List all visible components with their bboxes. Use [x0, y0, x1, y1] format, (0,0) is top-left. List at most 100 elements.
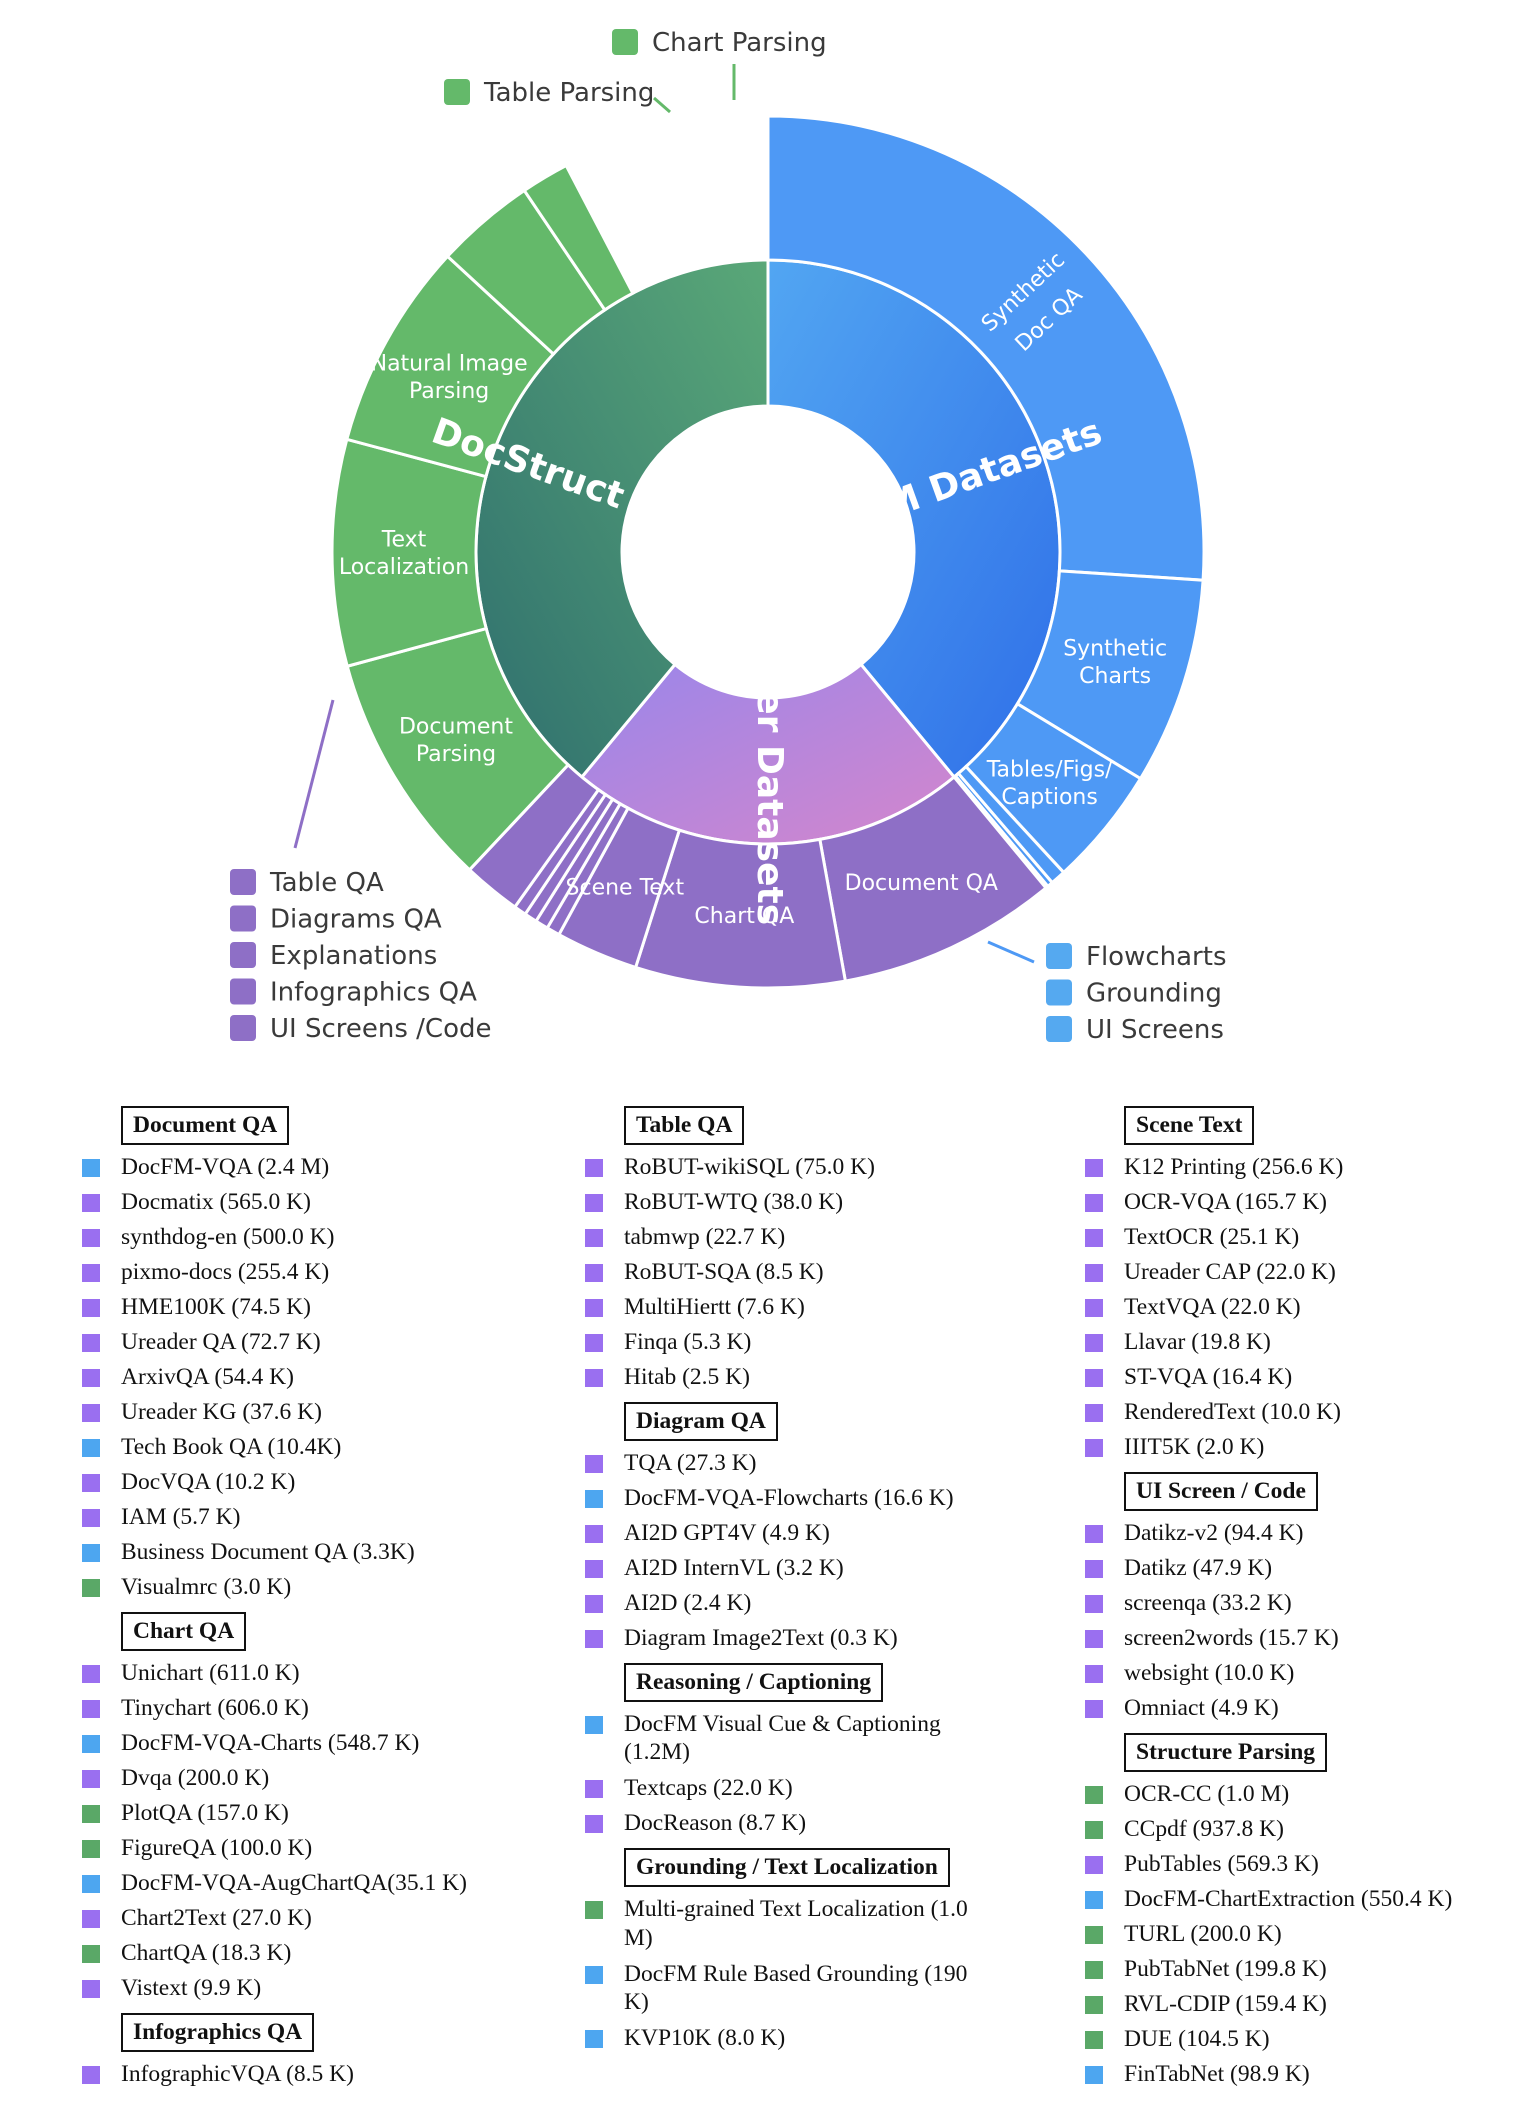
- list-item: MultiHiertt (7.6 K): [585, 1293, 984, 1328]
- dataset-name: ST-VQA (16.4 K): [1124, 1364, 1293, 1390]
- section-header-table-qa: Table QA: [624, 1106, 745, 1145]
- legend-label-grounding: Grounding: [1086, 979, 1222, 1009]
- source-color-square: [585, 1229, 603, 1247]
- list-item: RoBUT-SQA (8.5 K): [585, 1258, 984, 1293]
- source-color-square: [82, 1735, 100, 1753]
- legend-swatch-flowcharts: [1046, 943, 1072, 969]
- source-color-square: [1085, 1299, 1103, 1317]
- list-item: Dvqa (200.0 K): [82, 1764, 467, 1799]
- list-item: AI2D (2.4 K): [585, 1589, 984, 1624]
- section-header-grounding-text-localization: Grounding / Text Localization: [624, 1848, 950, 1888]
- list-item: DocFM Rule Based Grounding (190 K): [585, 1960, 984, 2016]
- dataset-name: DocFM-VQA-Charts (548.7 K): [121, 1730, 420, 1756]
- legend-label-infographics-qa: Infographics QA: [270, 978, 477, 1008]
- source-color-square: [82, 1945, 100, 1963]
- list-item: IAM (5.7 K): [82, 1503, 467, 1538]
- list-item: Multi-grained Text Localization (1.0 M): [585, 1895, 984, 1951]
- list-item: Ureader CAP (22.0 K): [1085, 1258, 1452, 1293]
- list-item: ChartQA (18.3 K): [82, 1939, 467, 1974]
- list-item: PubTabNet (199.8 K): [1085, 1955, 1452, 1990]
- legend-label-flowcharts: Flowcharts: [1086, 942, 1227, 972]
- list-item: Hitab (2.5 K): [585, 1363, 984, 1398]
- list-item: K12 Printing (256.6 K): [1085, 1153, 1452, 1188]
- dataset-name: DUE (104.5 K): [1124, 2026, 1270, 2052]
- source-color-square: [585, 1264, 603, 1282]
- list-item: Unichart (611.0 K): [82, 1659, 467, 1694]
- list-item: AI2D InternVL (3.2 K): [585, 1554, 984, 1589]
- section-header-structure-parsing: Structure Parsing: [1124, 1733, 1328, 1772]
- dataset-name: OCR-VQA (165.7 K): [1124, 1189, 1328, 1215]
- dataset-name: DocFM-VQA-Flowcharts (16.6 K): [624, 1485, 954, 1511]
- outer-label-tables-figs-captions: Tables/Figs/Captions: [986, 758, 1113, 811]
- list-item: Datikz-v2 (94.4 K): [1085, 1519, 1452, 1554]
- dataset-name: Business Document QA (3.3K): [121, 1539, 415, 1565]
- source-color-square: [585, 1299, 603, 1317]
- list-item: InfographicVQA (8.5 K): [82, 2060, 467, 2095]
- list-item: PlotQA (157.0 K): [82, 1799, 467, 1834]
- inner-label-other-datasets: Other Datasets: [749, 617, 790, 925]
- source-color-square: [1085, 1700, 1103, 1718]
- legend-swatch-diagrams-qa: [230, 905, 256, 932]
- legend-label-ui-screens: UI Screens: [1086, 1015, 1224, 1045]
- outer-segment-text-localization: [330, 437, 489, 669]
- list-item: Ureader QA (72.7 K): [82, 1328, 467, 1363]
- list-item: DocFM Visual Cue & Captioning (1.2M): [585, 1710, 984, 1766]
- dataset-name: DocFM-VQA (2.4 M): [121, 1154, 330, 1180]
- dataset-name: Multi-grained Text Localization (1.0 M): [624, 1896, 968, 1951]
- outer-segment-chart-parsing: [522, 163, 635, 312]
- source-color-square: [82, 1840, 100, 1858]
- dataset-name: DocReason (8.7 K): [624, 1810, 807, 1837]
- source-color-square: [585, 1965, 603, 1984]
- list-item: HME100K (74.5 K): [82, 1293, 467, 1328]
- list-item: Tinychart (606.0 K): [82, 1694, 467, 1729]
- source-color-square: [585, 1490, 603, 1508]
- dataset-name: websight (10.0 K): [1124, 1660, 1295, 1686]
- legend-swatch-infographics-qa: [230, 978, 256, 1005]
- source-color-square: [585, 1595, 603, 1613]
- list-item: screen2words (15.7 K): [1085, 1624, 1452, 1659]
- source-color-square: [82, 1369, 100, 1387]
- list-item: DocVQA (10.2 K): [82, 1468, 467, 1503]
- source-color-square: [1085, 1229, 1103, 1247]
- list-item: Datikz (47.9 K): [1085, 1554, 1452, 1589]
- list-item: IIIT5K (2.0 K): [1085, 1433, 1452, 1468]
- list-item: Tech Book QA (10.4K): [82, 1433, 467, 1468]
- dataset-name: Visualmrc (3.0 K): [121, 1574, 292, 1600]
- dataset-name: Ureader QA (72.7 K): [121, 1329, 321, 1355]
- list-item: Visualmrc (3.0 K): [82, 1573, 467, 1608]
- list-item: Diagram Image2Text (0.3 K): [585, 1624, 984, 1659]
- dataset-name: tabmwp (22.7 K): [624, 1224, 786, 1250]
- source-color-square: [1085, 1369, 1103, 1387]
- source-color-square: [82, 1805, 100, 1823]
- list-item: TURL (200.0 K): [1085, 1920, 1452, 1955]
- source-color-square: [1085, 1595, 1103, 1613]
- section-header-document-qa: Document QA: [121, 1106, 290, 1145]
- list-item: TextOCR (25.1 K): [1085, 1223, 1452, 1258]
- source-color-square: [82, 1334, 100, 1352]
- list-item: RVL-CDIP (159.4 K): [1085, 1990, 1452, 2025]
- dataset-name: RVL-CDIP (159.4 K): [1124, 1991, 1327, 2017]
- dataset-name: Dvqa (200.0 K): [121, 1765, 270, 1791]
- legend-swatch-table-qa: [230, 869, 256, 895]
- source-color-square: [82, 1665, 100, 1683]
- list-item: PubTables (569.3 K): [1085, 1850, 1452, 1885]
- source-color-square: [585, 1159, 603, 1177]
- list-item: Business Document QA (3.3K): [82, 1538, 467, 1573]
- dataset-name: Omniact (4.9 K): [1124, 1695, 1279, 1721]
- list-item: Textcaps (22.0 K): [585, 1774, 984, 1809]
- list-item: RoBUT-WTQ (38.0 K): [585, 1188, 984, 1223]
- source-color-square: [1085, 1891, 1103, 1909]
- source-color-square: [1085, 1525, 1103, 1543]
- dataset-name: screen2words (15.7 K): [1124, 1625, 1339, 1651]
- outer-ring: [330, 114, 1206, 990]
- dataset-name: Unichart (611.0 K): [121, 1660, 300, 1686]
- legend-swatch-explanations: [230, 942, 256, 968]
- legend-label-table-qa: Table QA: [269, 868, 384, 898]
- source-color-square: [585, 1560, 603, 1578]
- legend-label-ui-screens-code: UI Screens /Code: [270, 1014, 491, 1044]
- legend-label-table-parsing: Table Parsing: [483, 78, 654, 108]
- legend-swatch-table-parsing: [444, 79, 470, 105]
